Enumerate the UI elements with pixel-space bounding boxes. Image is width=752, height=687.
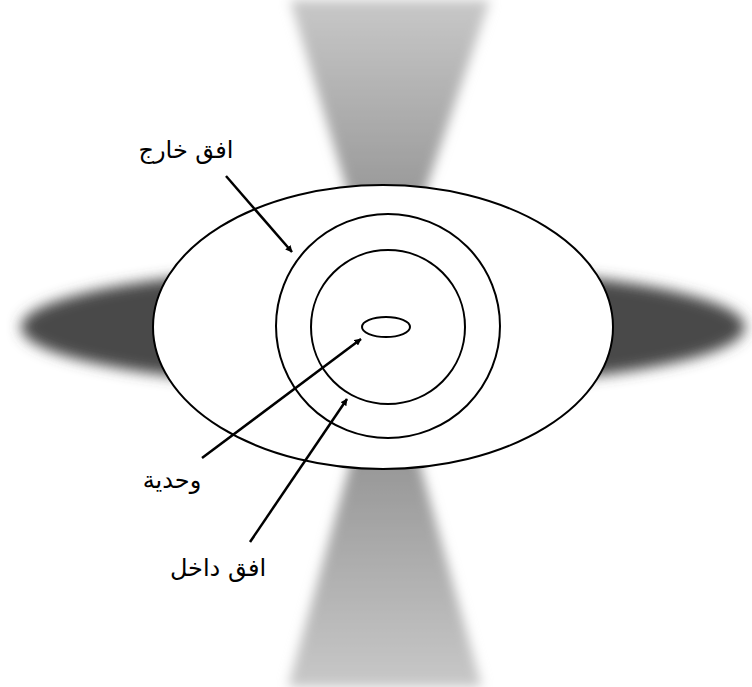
callout-label: وحدیة — [143, 466, 202, 495]
ergosphere-outline — [153, 185, 613, 469]
callout-label: افق داخل — [170, 554, 266, 583]
outer-horizon-circle — [276, 214, 500, 438]
singularity-ring — [362, 317, 410, 337]
leader-line — [226, 176, 292, 252]
callout-label: افق خارج — [138, 136, 233, 165]
leader-line — [202, 339, 361, 458]
inner-horizon-circle — [311, 250, 465, 404]
leader-line — [250, 399, 347, 542]
